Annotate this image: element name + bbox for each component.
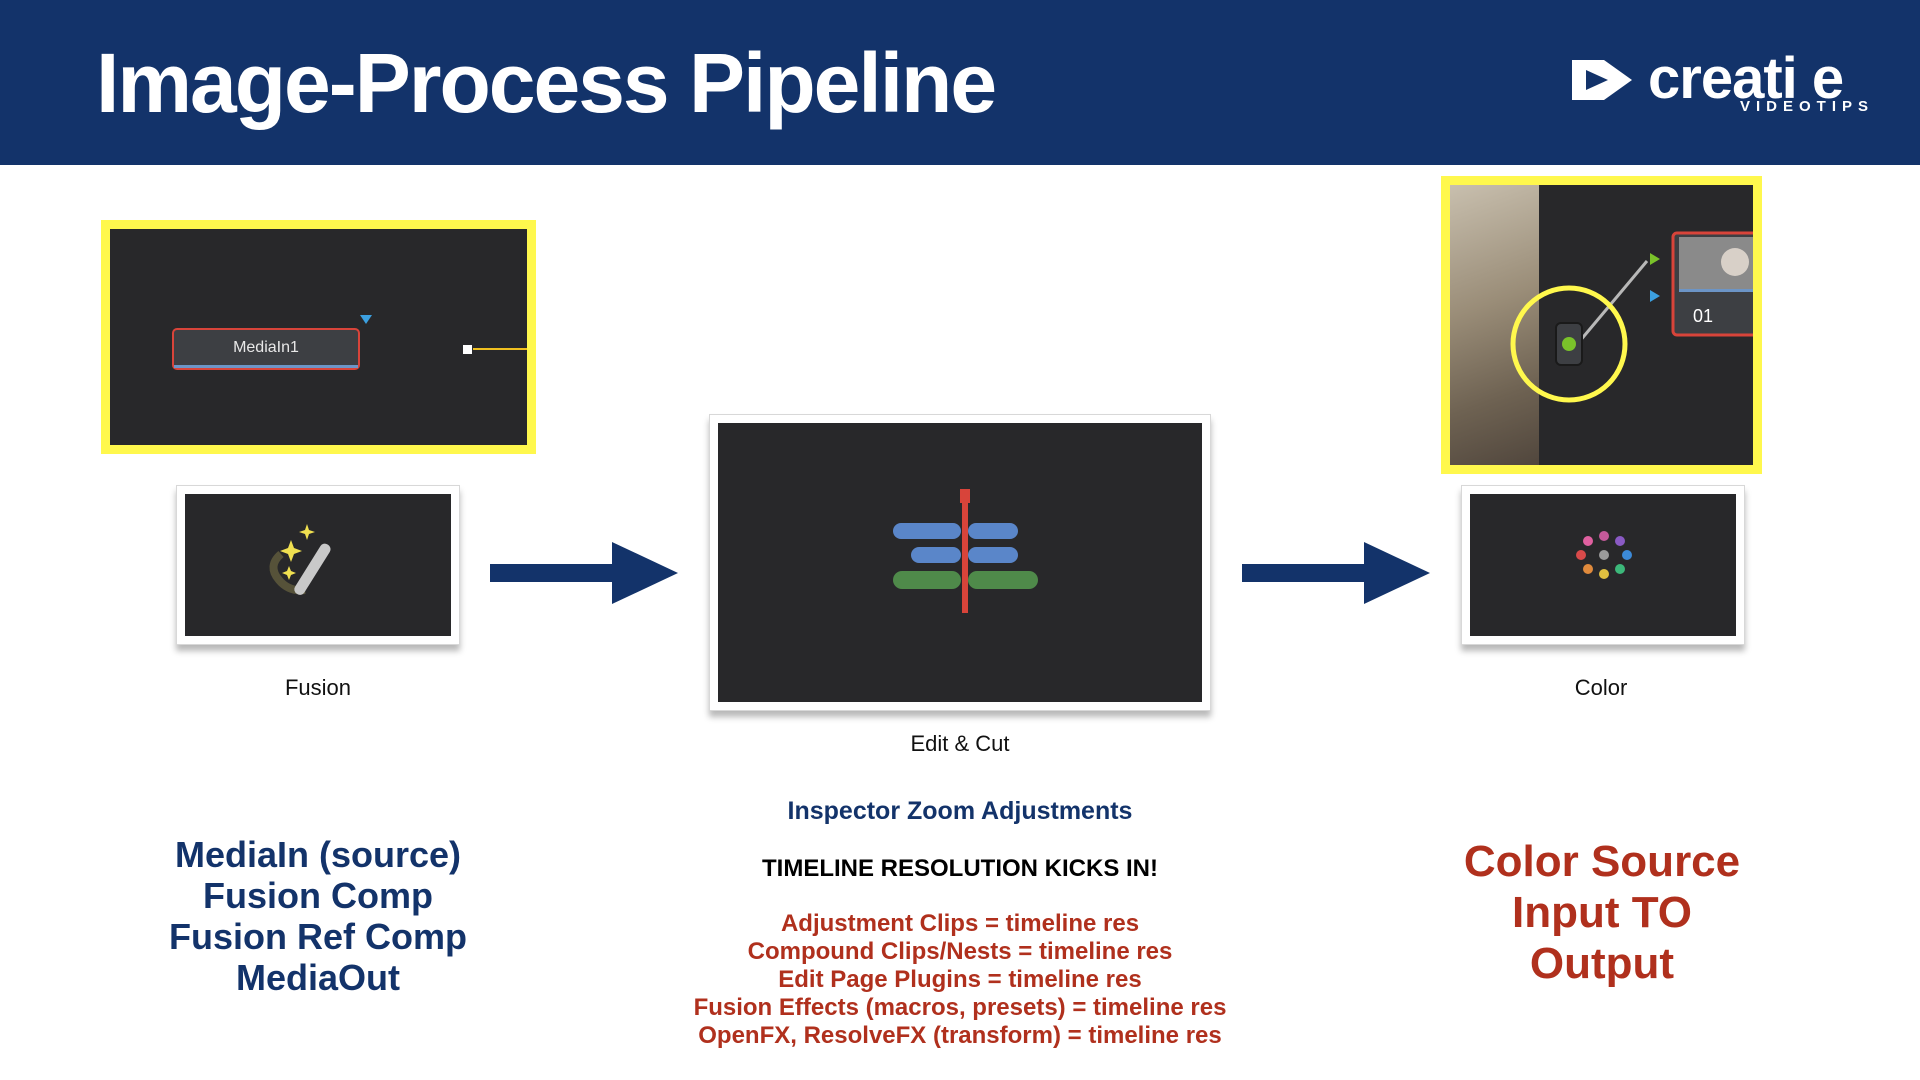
fusion-caption: Fusion (284, 675, 352, 700)
list-item: Adjustment Clips = timeline res (780, 910, 1140, 937)
list-item: Color Source (1463, 837, 1741, 886)
fusion-magic-wand-icon (269, 524, 331, 595)
list-item: Fusion Effects (macros, presets) = timel… (693, 994, 1227, 1021)
thumbnail-face-icon (1721, 248, 1749, 276)
color-node-panel: 01 (1441, 176, 1762, 474)
list-item: MediaOut (235, 957, 400, 998)
creative-videotips-logo: creati e VIDEOTIPS (1568, 46, 1878, 120)
source-dot-icon (1562, 337, 1576, 351)
edit-timeline-icon (893, 489, 1038, 613)
timeline-res-list: Adjustment Clips = timeline res Compound… (640, 910, 1280, 1050)
color-node-graph (1510, 231, 1753, 403)
source-image-strip (1450, 185, 1539, 465)
list-item: OpenFX, ResolveFX (transform) = timeline… (698, 1022, 1222, 1049)
logo-word: creati e (1648, 46, 1844, 111)
fusion-page-thumbnail[interactable] (176, 485, 460, 645)
list-item: Fusion Ref Comp (169, 916, 467, 957)
list-item: Input TO (1511, 888, 1693, 937)
mediain-node-label: MediaIn1 (233, 339, 299, 356)
highlight-circle (1510, 285, 1628, 403)
edit-caption: Edit & Cut (910, 731, 1010, 756)
fusion-node-panel: MediaIn1 (101, 220, 536, 454)
mediain-node[interactable]: MediaIn1 (172, 328, 360, 370)
output-port-icon (463, 345, 472, 354)
arrow-right-icon (490, 542, 678, 604)
edit-page-thumbnail[interactable] (709, 414, 1211, 711)
list-item: Fusion Comp (203, 875, 433, 916)
timeline-resolution-heading: TIMELINE RESOLUTION KICKS IN! (762, 855, 1158, 882)
node-thumb-underline (1679, 289, 1753, 292)
node-connections (360, 315, 527, 354)
input-green-triangle-icon (1650, 253, 1660, 265)
color-page-thumbnail[interactable] (1461, 485, 1745, 645)
list-item: Output (1529, 939, 1675, 988)
page-title: Image-Process Pipeline (96, 36, 997, 130)
play-icon (1572, 60, 1632, 100)
list-item: MediaIn (source) (174, 834, 462, 875)
list-item: Compound Clips/Nests = timeline res (747, 938, 1173, 965)
logo-subtitle: VIDEOTIPS (1740, 98, 1875, 115)
node-underline (174, 365, 358, 368)
input-triangle-icon (360, 315, 372, 324)
color-source-text: Color Source Input TO Output (1402, 836, 1802, 989)
color-caption: Color (1574, 675, 1628, 700)
header-banner: Image-Process Pipeline creati e VIDEOTIP… (0, 0, 1920, 165)
arrow-right-icon (1242, 542, 1430, 604)
inspector-heading: Inspector Zoom Adjustments (787, 797, 1133, 825)
list-item: Edit Page Plugins = timeline res (778, 966, 1142, 993)
node-thumbnail (1679, 237, 1753, 289)
input-blue-triangle-icon (1650, 290, 1660, 302)
color-wheel-icon (1576, 531, 1632, 579)
node-01-label: 01 (1693, 306, 1714, 326)
fusion-source-list: MediaIn (source) Fusion Comp Fusion Ref … (118, 834, 518, 998)
